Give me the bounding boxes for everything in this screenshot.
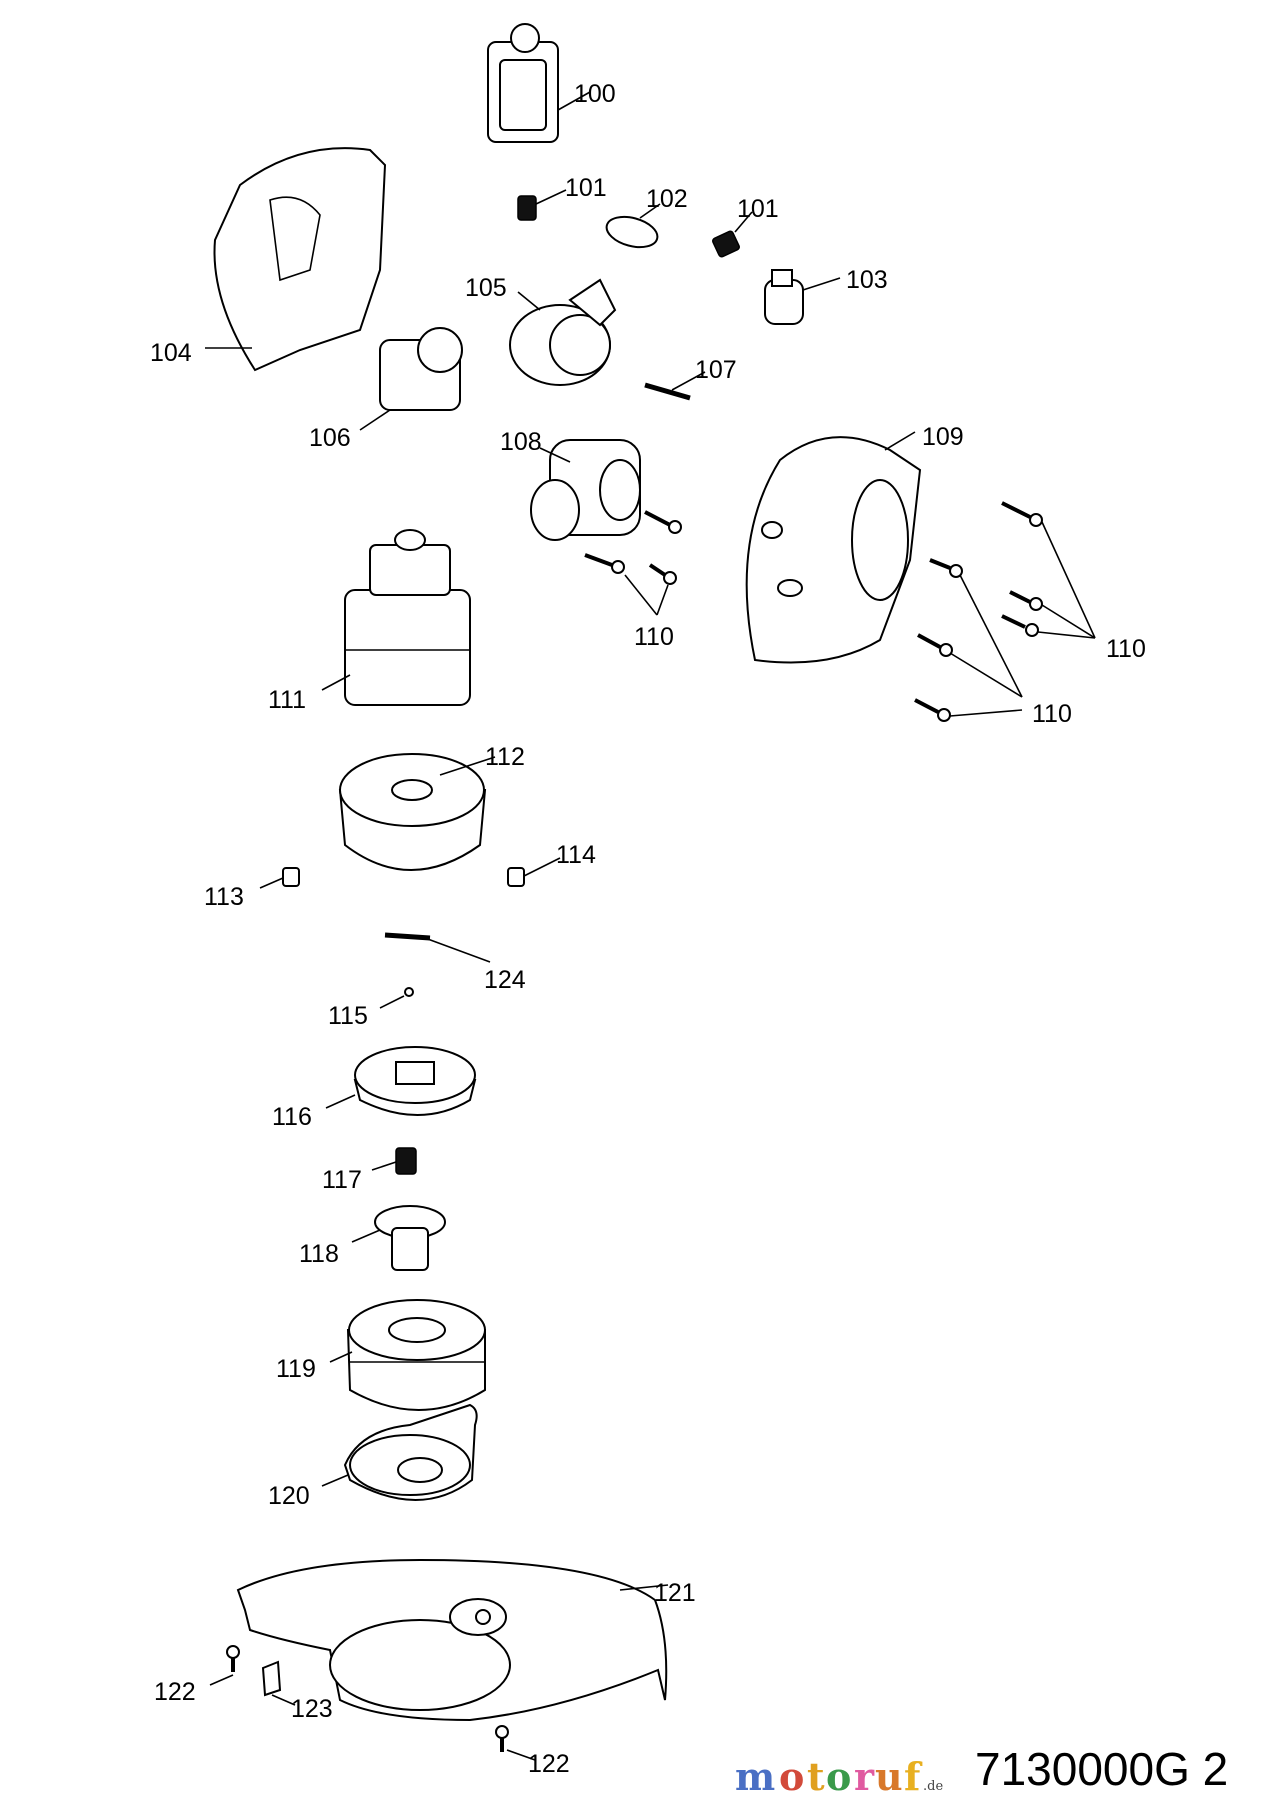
label-117: 117 xyxy=(322,1166,362,1194)
label-113: 113 xyxy=(204,883,244,911)
watermark-suffix: .de xyxy=(923,1779,943,1794)
watermark-letter: o xyxy=(826,1754,851,1799)
part-111-motor xyxy=(321,529,471,706)
label-109: 109 xyxy=(922,423,964,451)
part-103-knob xyxy=(764,269,841,325)
label-123: 123 xyxy=(291,1695,333,1723)
part-119-spool xyxy=(329,1299,486,1411)
part-112-fan-housing xyxy=(338,753,496,871)
part-106-switch xyxy=(359,327,463,431)
part-118-bump-knob xyxy=(351,1205,446,1271)
part-104-housing-half xyxy=(205,147,387,372)
label-103: 103 xyxy=(846,266,888,294)
watermark-letter: m xyxy=(735,1754,775,1799)
part-labels: 100 101 102 101 103 104 105 106 107 108 … xyxy=(150,80,1146,1778)
part-109-motor-cover xyxy=(745,431,922,664)
label-101: 101 xyxy=(565,174,607,202)
part-113-clip xyxy=(259,867,300,889)
part-110-screws xyxy=(584,501,1096,722)
label-115: 115 xyxy=(328,1002,368,1030)
part-122-screw xyxy=(209,1645,536,1761)
label-108: 108 xyxy=(500,428,542,456)
part-107-pin xyxy=(644,371,706,401)
label-100: 100 xyxy=(574,80,616,108)
part-115-ball xyxy=(379,987,414,1009)
part-108-gear-housing xyxy=(530,439,641,541)
watermark-letter: t xyxy=(807,1754,825,1799)
label-121: 121 xyxy=(654,1579,696,1607)
part-120-spool-cover xyxy=(321,1403,478,1501)
label-110: 110 xyxy=(634,623,674,651)
label-106: 106 xyxy=(309,424,351,452)
diagram-code: 7130000G 2 xyxy=(975,1743,1228,1795)
part-105-collar xyxy=(509,278,617,386)
watermark-letter: f xyxy=(904,1754,923,1799)
label-122: 122 xyxy=(154,1678,196,1706)
watermark-letter: r xyxy=(854,1754,875,1799)
part-102-button xyxy=(605,203,661,249)
label-107: 107 xyxy=(695,356,737,384)
label-102: 102 xyxy=(646,185,688,213)
label-119: 119 xyxy=(276,1355,316,1383)
label-101: 101 xyxy=(737,195,779,223)
part-124-rod xyxy=(384,932,491,963)
part-116-spool-base xyxy=(325,1046,477,1116)
label-120: 120 xyxy=(268,1482,310,1510)
label-105: 105 xyxy=(465,274,507,302)
label-122: 122 xyxy=(528,1750,570,1778)
label-116: 116 xyxy=(272,1103,312,1131)
label-124: 124 xyxy=(484,966,526,994)
label-104: 104 xyxy=(150,339,192,367)
part-123-label-plate xyxy=(261,1660,296,1706)
part-121-guard xyxy=(236,1558,669,1722)
label-111: 111 xyxy=(268,686,306,714)
part-101-spring xyxy=(517,189,753,258)
label-114: 114 xyxy=(556,841,596,869)
label-110: 110 xyxy=(1032,700,1072,728)
part-117-spring xyxy=(371,1147,417,1175)
part-100-switch-bracket xyxy=(487,23,591,143)
label-110: 110 xyxy=(1106,635,1146,663)
label-112: 112 xyxy=(485,743,525,771)
part-114-clip xyxy=(507,857,561,887)
watermark-letter: o xyxy=(779,1754,804,1799)
label-118: 118 xyxy=(299,1240,339,1268)
watermark-letter: u xyxy=(875,1754,903,1799)
